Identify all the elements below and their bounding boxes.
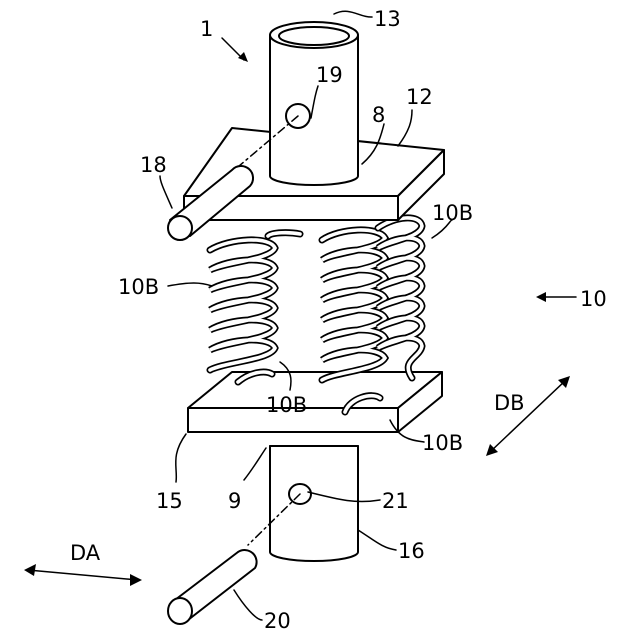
label-19: 19: [316, 63, 343, 87]
label-10b-lower-right: 10B: [422, 431, 463, 455]
label-da: DA: [70, 541, 101, 565]
label-21: 21: [382, 489, 409, 513]
lower-plate: [188, 372, 442, 432]
label-13: 13: [374, 7, 401, 31]
lower-pin: [168, 550, 257, 624]
lower-shaft: [248, 446, 358, 561]
label-1: 1: [200, 17, 213, 41]
label-20: 20: [264, 609, 291, 633]
label-9: 9: [228, 489, 241, 513]
label-10b-upper-right: 10B: [432, 201, 473, 225]
label-8: 8: [372, 103, 385, 127]
label-10: 10: [580, 287, 607, 311]
label-18: 18: [140, 153, 167, 177]
label-10b-middle: 10B: [266, 393, 307, 417]
label-db: DB: [494, 391, 525, 415]
label-16: 16: [398, 539, 425, 563]
label-12: 12: [406, 85, 433, 109]
label-15: 15: [156, 489, 183, 513]
label-10b-left: 10B: [118, 275, 159, 299]
